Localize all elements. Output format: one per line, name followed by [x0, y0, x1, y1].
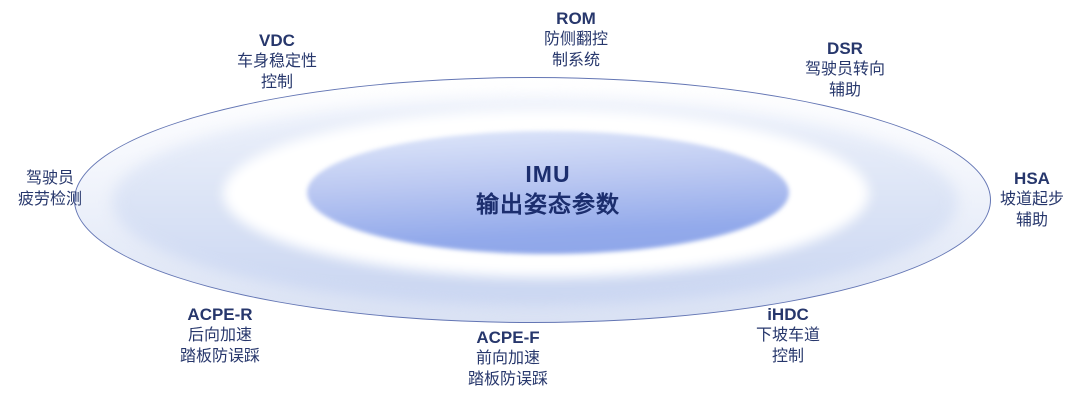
label-dsr-acronym: DSR: [827, 39, 863, 58]
label-ihdc: iHDC 下坡车道 控制: [756, 304, 820, 367]
label-acpe-r-line2: 后向加速: [187, 327, 253, 344]
imu-core-title: IMU: [525, 161, 571, 187]
label-vdc-line3: 控制: [260, 74, 294, 91]
label-ihdc-line2: 下坡车道: [755, 327, 821, 344]
label-driver-fatigue-line1: 驾驶员: [25, 170, 75, 187]
label-acpe-f-acronym: ACPE-F: [476, 328, 540, 347]
label-rom-line2: 防侧翻控: [543, 31, 609, 48]
label-acpe-f-line3: 踏板防误踩: [467, 371, 549, 388]
label-acpe-f-line2: 前向加速: [475, 350, 541, 367]
label-hsa: HSA 坡道起步 辅助: [1000, 168, 1064, 231]
label-hsa-line2: 坡道起步: [999, 191, 1065, 208]
label-vdc-line2: 车身稳定性: [236, 53, 318, 70]
label-acpe-r-line3: 踏板防误踩: [179, 348, 261, 365]
label-vdc-acronym: VDC: [259, 31, 295, 50]
label-rom: ROM 防侧翻控 制系统: [544, 8, 608, 71]
label-hsa-acronym: HSA: [1014, 169, 1050, 188]
imu-core-subtitle: 输出姿态参数: [476, 191, 620, 217]
label-dsr-line3: 辅助: [828, 82, 862, 99]
label-ihdc-acronym: iHDC: [767, 305, 809, 324]
inner-ellipse: [307, 131, 789, 254]
label-acpe-f: ACPE-F 前向加速 踏板防误踩: [468, 327, 548, 390]
label-driver-fatigue: 驾驶员 疲劳检测: [18, 168, 82, 210]
label-rom-line3: 制系统: [551, 52, 601, 69]
label-dsr: DSR 驾驶员转向 辅助: [805, 38, 885, 101]
label-driver-fatigue-line2: 疲劳检测: [17, 191, 83, 208]
label-rom-acronym: ROM: [556, 9, 596, 28]
label-hsa-line3: 辅助: [1015, 212, 1049, 229]
label-acpe-r-acronym: ACPE-R: [187, 305, 253, 324]
label-acpe-r: ACPE-R 后向加速 踏板防误踩: [180, 304, 260, 367]
label-ihdc-line3: 控制: [771, 348, 805, 365]
core-label: IMU 输出姿态参数: [476, 159, 620, 219]
label-dsr-line2: 驾驶员转向: [804, 61, 886, 78]
label-vdc: VDC 车身稳定性 控制: [237, 30, 317, 93]
